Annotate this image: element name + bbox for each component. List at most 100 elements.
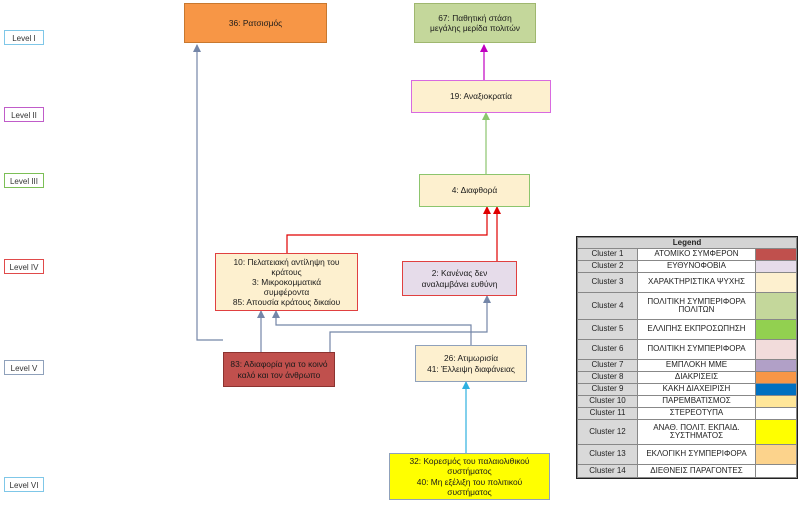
- legend-cluster-label: Cluster 13: [577, 444, 638, 465]
- node-clientelism-line-4: συμφέροντα: [263, 287, 310, 298]
- legend-title: Legend: [577, 237, 797, 249]
- node-racism-line-1: 36: Ρατσισμός: [228, 17, 283, 28]
- node-indifference: 83: Αδιαφορία για το κοινό καλό και τον …: [223, 352, 335, 387]
- legend-cluster-name: ΔΙΑΚΡΙΣΕΙΣ: [637, 371, 756, 384]
- legend-cluster-label: Cluster 8: [577, 371, 638, 384]
- legend-cluster-name: ΑΤΟΜΙΚΟ ΣΥΜΦΕΡΟΝ: [637, 248, 756, 261]
- node-clientelism: 10: Πελατειακή αντίληψη του κράτους 3: Μ…: [215, 253, 358, 311]
- legend-color-swatch: [754, 464, 798, 478]
- node-impunity-line-1: 26: Ατιμωρισία: [443, 353, 499, 364]
- node-clientelism-line-1: 10: Πελατειακή αντίληψη του: [233, 256, 340, 267]
- legend-cluster-label: Cluster 2: [577, 260, 638, 273]
- legend-color-swatch: [754, 248, 798, 261]
- legend-cluster-label: Cluster 3: [577, 272, 638, 293]
- legend-cluster-name: ΑΝΑΘ. ΠΟΛΙΤ. ΕΚΠΑΙΔ. ΣΥΣΤΗΜΑΤΟΣ: [637, 419, 756, 445]
- level-label-4: Level IV: [4, 259, 44, 274]
- node-clientelism-line-3: 3: Μικροκομματικά: [251, 276, 322, 287]
- node-nobody-responsible: 2: Κανένας δεν αναλαμβάνει ευθύνη: [402, 261, 517, 296]
- legend-color-swatch: [754, 272, 798, 293]
- level-label-1: Level I: [4, 30, 44, 45]
- legend-color-swatch: [754, 260, 798, 273]
- node-satiety-line-4: συστήματος: [447, 486, 492, 497]
- node-indifference-line-2: καλό και τον άνθρωπο: [237, 369, 321, 380]
- node-passive-stance: 67: Παθητική στάση μεγάλης μερίδα πολιτώ…: [414, 3, 536, 43]
- legend-cluster-label: Cluster 4: [577, 292, 638, 320]
- node-passive-line-1: 67: Παθητική στάση: [438, 12, 512, 23]
- edge-indifference-to-racism: [193, 44, 223, 341]
- node-nobody-line-1: 2: Κανένας δεν: [431, 268, 488, 279]
- legend-color-swatch: [754, 292, 798, 320]
- node-clientelism-line-2: κράτους: [271, 266, 302, 277]
- legend-color-swatch: [754, 407, 798, 420]
- legend-color-swatch: [754, 444, 798, 465]
- node-satiety: 32: Κορεσμός του παλαιολιθικού συστήματο…: [389, 453, 550, 500]
- legend-cluster-label: Cluster 7: [577, 359, 638, 372]
- legend-cluster-name: ΠΟΛΙΤΙΚΗ ΣΥΜΠΕΡΙΦΟΡΑ ΠΟΛΙΤΩΝ: [637, 292, 756, 320]
- legend-color-swatch: [754, 419, 798, 445]
- legend-color-swatch: [754, 339, 798, 360]
- legend-cluster-label: Cluster 11: [577, 407, 638, 420]
- legend-cluster-name: ΔΙΕΘΝΕΙΣ ΠΑΡΑΓΟΝΤΕΣ: [637, 464, 756, 478]
- level-label-2: Level II: [4, 107, 44, 122]
- legend-cluster-name: ΠΟΛΙΤΙΚΗ ΣΥΜΠΕΡΙΦΟΡΑ: [637, 339, 756, 360]
- legend-cluster-name: ΕΚΛΟΓΙΚΗ ΣΥΜΠΕΡΙΦΟΡΑ: [637, 444, 756, 465]
- legend-color-swatch: [754, 319, 798, 340]
- legend-cluster-label: Cluster 14: [577, 464, 638, 478]
- node-satiety-line-1: 32: Κορεσμός του παλαιολιθικού: [409, 456, 530, 467]
- legend-cluster-label: Cluster 6: [577, 339, 638, 360]
- legend-cluster-name: ΣΤΕΡΕΟΤΥΠΑ: [637, 407, 756, 420]
- node-satiety-line-2: συστήματος: [447, 466, 492, 477]
- legend-cluster-label: Cluster 1: [577, 248, 638, 261]
- edge-indifference-to-nobody: [329, 295, 491, 352]
- legend-color-swatch: [754, 371, 798, 384]
- node-nobody-line-2: αναλαμβάνει ευθύνη: [421, 278, 498, 289]
- legend-cluster-name: ΕΛΛΙΠΗΣ ΕΚΠΡΟΣΩΠΗΣΗ: [637, 319, 756, 340]
- level-label-6: Level VI: [4, 477, 44, 492]
- node-indifference-line-1: 83: Αδιαφορία για το κοινό: [230, 359, 328, 370]
- legend-cluster-label: Cluster 12: [577, 419, 638, 445]
- edge-impunity-to-clientelism: [272, 310, 472, 345]
- legend-cluster-name: ΧΑΡΑΚΤΗΡΙΣΤΙΚΑ ΨΥΧΗΣ: [637, 272, 756, 293]
- node-satiety-line-3: 40: Μη εξέλιξη του πολιτικού: [416, 476, 523, 487]
- node-corruption: 4: Διαφθορά: [419, 174, 530, 207]
- node-corruption-line-1: 4: Διαφθορά: [451, 185, 498, 196]
- edge-clientelism-to-corruption: [286, 206, 491, 253]
- legend-cluster-name: ΚΑΚΗ ΔΙΑΧΕΙΡΙΣΗ: [637, 383, 756, 396]
- legend-color-swatch: [754, 395, 798, 408]
- legend-cluster-name: ΠΑΡΕΜΒΑΤΙΣΜΟΣ: [637, 395, 756, 408]
- legend-cluster-label: Cluster 5: [577, 319, 638, 340]
- node-meritocracy: 19: Αναξιοκρατία: [411, 80, 551, 113]
- node-impunity-line-2: 41: Έλλειψη διαφάνειας: [427, 363, 515, 374]
- legend-color-swatch: [754, 383, 798, 396]
- node-meritocracy-line-1: 19: Αναξιοκρατία: [449, 91, 513, 102]
- legend-cluster-label: Cluster 10: [577, 395, 638, 408]
- node-passive-line-2: μεγάλης μερίδα πολιτών: [430, 23, 520, 33]
- legend-color-swatch: [754, 359, 798, 372]
- node-clientelism-line-5: 85: Απουσία κράτους δικαίου: [232, 297, 341, 308]
- level-label-5: Level V: [4, 360, 44, 375]
- legend-cluster-label: Cluster 9: [577, 383, 638, 396]
- level-label-3: Level III: [4, 173, 44, 188]
- legend-cluster-name: ΕΥΘΥΝΟΦΟΒΙΑ: [637, 260, 756, 273]
- node-racism: 36: Ρατσισμός: [184, 3, 327, 43]
- node-impunity: 26: Ατιμωρισία 41: Έλλειψη διαφάνειας: [415, 345, 527, 382]
- legend-cluster-name: ΕΜΠΛΟΚΗ ΜΜΕ: [637, 359, 756, 372]
